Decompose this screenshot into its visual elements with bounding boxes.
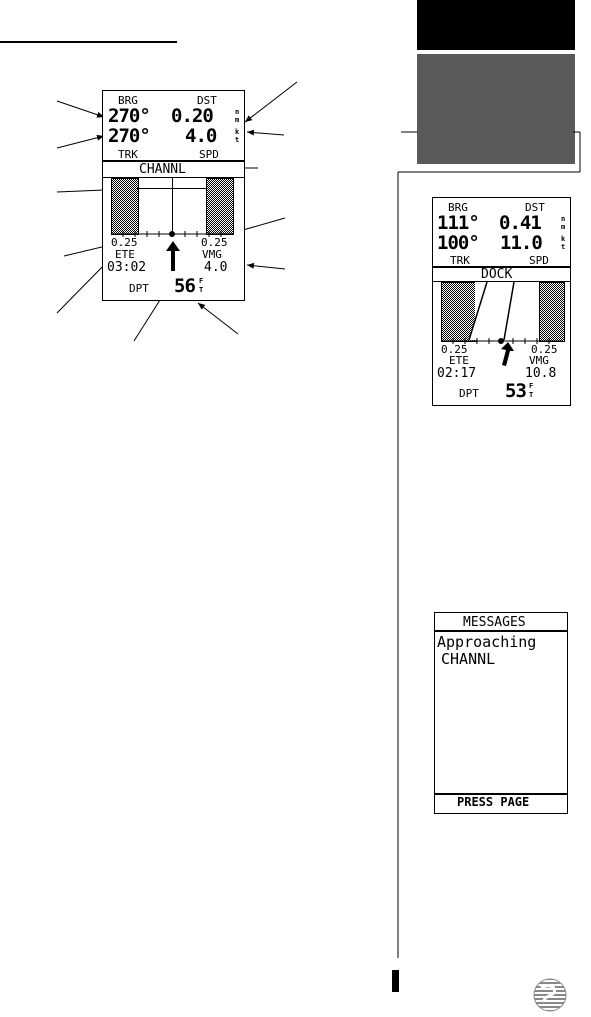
- divider-top: [103, 160, 244, 162]
- highway-screen-main: BRG DST 270° 0.20 n m 270° 4.0 k t TRK S…: [102, 90, 245, 301]
- spd-label: SPD: [529, 254, 549, 267]
- messages-title: MESSAGES: [463, 615, 526, 630]
- section-tab-black: [417, 0, 575, 50]
- boat-pointer-icon: [166, 241, 180, 271]
- cdi-scale-ticks: [441, 338, 562, 344]
- scale-left: 0.25: [441, 343, 468, 356]
- scale-left: 0.25: [111, 236, 138, 249]
- section-tab-gray: [417, 54, 575, 164]
- bearing-value: 270°: [108, 105, 151, 127]
- cdi-perspective-road: [468, 282, 539, 340]
- dpt-label: DPT: [459, 387, 479, 400]
- vmg-value: 10.8: [525, 366, 557, 381]
- callout-track: [56, 134, 105, 149]
- callout-vmg: [246, 262, 286, 270]
- globe-logo-icon: [533, 978, 567, 1012]
- scale-right: 0.25: [201, 236, 228, 249]
- depth-unit-bottom: T: [529, 391, 534, 399]
- callout-distance: [244, 81, 298, 123]
- speed-value: 11.0: [500, 232, 543, 254]
- page-marker: [392, 970, 399, 992]
- brg-label: BRG: [118, 94, 138, 107]
- cdi-center-line: [172, 178, 173, 233]
- depth-unit-top: F: [199, 277, 204, 285]
- spd-unit-top: k: [235, 128, 240, 136]
- dst-unit-top: n: [235, 108, 240, 116]
- vmg-label: VMG: [529, 354, 549, 367]
- distance-value: 0.41: [499, 212, 542, 234]
- messages-footer-divider: [435, 793, 567, 795]
- spd-unit-top: k: [561, 235, 566, 243]
- message-line-2: CHANNL: [441, 650, 496, 668]
- dst-unit-bottom: m: [235, 116, 240, 124]
- highway-screen-side: BRG DST 111° 0.41 n m 100° 11.0 k t TRK …: [432, 197, 571, 406]
- divider-top: [433, 266, 570, 268]
- trk-label: TRK: [450, 254, 470, 267]
- track-value: 100°: [437, 232, 480, 254]
- cdi-right-boundary: [539, 282, 565, 342]
- ete-label: ETE: [449, 354, 469, 367]
- dst-label: DST: [197, 94, 217, 107]
- depth-unit-top: F: [529, 382, 534, 390]
- brg-label: BRG: [448, 201, 468, 214]
- cdi-right-boundary: [206, 178, 234, 235]
- scale-right: 0.25: [531, 343, 558, 356]
- callout-depth: [197, 302, 239, 335]
- divider-waypoint: [433, 281, 570, 282]
- vmg-value: 4.0: [204, 260, 228, 275]
- spd-unit-bottom: t: [561, 243, 566, 251]
- boat-pointer-icon: [501, 342, 514, 366]
- dst-label: DST: [525, 201, 545, 214]
- track-value: 270°: [108, 125, 151, 147]
- waypoint-name: CHANNL: [139, 162, 186, 177]
- trk-label: TRK: [118, 148, 138, 161]
- distance-value: 0.20: [171, 105, 214, 127]
- vmg-label: VMG: [202, 248, 222, 261]
- ete-value: 03:02: [107, 260, 147, 275]
- depth-unit-bottom: T: [199, 286, 204, 294]
- heading-rule: [0, 41, 177, 43]
- messages-title-divider: [435, 630, 567, 632]
- cdi-scale-ticks: [111, 231, 232, 237]
- press-page-prompt: PRESS PAGE: [457, 795, 530, 809]
- ete-value: 02:17: [437, 366, 477, 381]
- speed-value: 4.0: [185, 125, 217, 147]
- dst-unit-top: n: [561, 215, 566, 223]
- dpt-label: DPT: [129, 282, 149, 295]
- callout-speed: [246, 129, 285, 136]
- spd-unit-bottom: t: [235, 136, 240, 144]
- depth-value: 53: [505, 380, 527, 402]
- message-line-1: Approaching: [437, 633, 537, 651]
- callout-bearing: [56, 100, 105, 118]
- ete-label: ETE: [115, 248, 135, 261]
- dst-unit-bottom: m: [561, 223, 566, 231]
- messages-screen: MESSAGES Approaching CHANNL PRESS PAGE: [434, 612, 568, 814]
- cdi-left-boundary: [111, 178, 139, 235]
- spd-label: SPD: [199, 148, 219, 161]
- divider-waypoint: [103, 177, 244, 178]
- depth-value: 56: [174, 275, 196, 297]
- waypoint-name: DOCK: [481, 267, 513, 282]
- bearing-value: 111°: [437, 212, 480, 234]
- cdi-highway-top: [137, 188, 206, 189]
